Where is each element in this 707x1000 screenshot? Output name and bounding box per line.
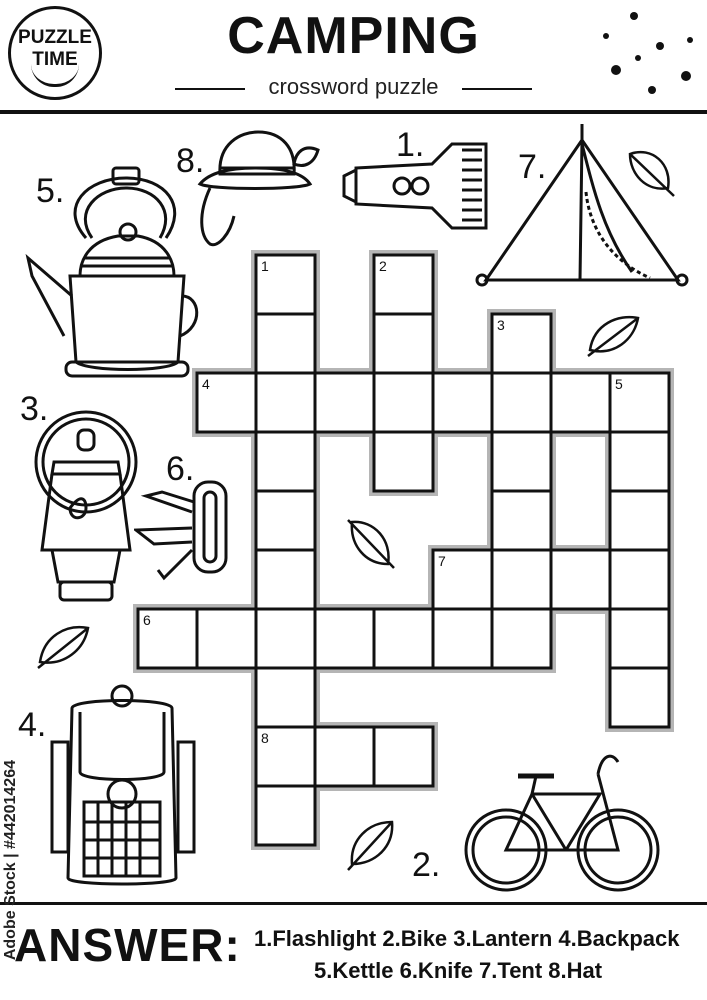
hat-icon <box>197 130 320 247</box>
answer-label: ANSWER: <box>14 919 241 971</box>
grid-cell[interactable] <box>254 312 317 375</box>
flashlight-icon <box>342 142 488 230</box>
clue-number-2: 2. <box>412 846 441 884</box>
grid-cell[interactable] <box>254 548 317 611</box>
grid-cell[interactable] <box>490 607 553 670</box>
grid-cell[interactable] <box>254 430 317 493</box>
grid-cell[interactable] <box>490 371 553 434</box>
grid-number: 4 <box>202 376 210 392</box>
grid-cell[interactable] <box>313 371 376 434</box>
grid-cell[interactable] <box>490 430 553 493</box>
subtitle-right-line <box>462 88 532 90</box>
leaf-icon <box>628 151 675 197</box>
grid-cell[interactable] <box>431 607 494 670</box>
grid-number: 8 <box>261 730 269 746</box>
grid-number: 3 <box>497 317 505 333</box>
tent-icon <box>475 124 689 287</box>
grid-cell[interactable] <box>254 253 317 316</box>
lantern-icon <box>34 410 138 602</box>
page-title: CAMPING <box>227 7 480 65</box>
grid-cell[interactable] <box>372 725 435 788</box>
leaf-icon <box>587 315 640 357</box>
grid-cell[interactable] <box>608 607 671 670</box>
grid-cell[interactable] <box>549 371 612 434</box>
grid-cell[interactable] <box>608 489 671 552</box>
dots-decoration <box>603 12 693 94</box>
clue-number-8: 8. <box>176 142 205 180</box>
clue-number-6: 6. <box>166 450 195 488</box>
grid-cell[interactable] <box>195 371 258 434</box>
puzzle-time-badge: PUZZLE TIME <box>8 6 102 100</box>
grid-cell[interactable] <box>608 371 671 434</box>
clue-number-3: 3. <box>20 390 49 428</box>
kettle-icon <box>25 166 199 378</box>
grid-cell[interactable] <box>490 548 553 611</box>
page-subtitle: crossword puzzle <box>268 74 439 99</box>
grid-cell[interactable] <box>313 607 376 670</box>
grid-number: 5 <box>615 376 623 392</box>
grid-cell[interactable] <box>254 489 317 552</box>
grid-cell[interactable] <box>372 371 435 434</box>
grid-cell[interactable] <box>313 725 376 788</box>
grid-cell[interactable] <box>431 371 494 434</box>
grid-cell[interactable] <box>254 371 317 434</box>
grid-cell[interactable] <box>254 784 317 847</box>
grid-cell[interactable] <box>372 430 435 493</box>
grid-cell[interactable] <box>490 489 553 552</box>
grid-number: 2 <box>379 258 387 274</box>
answer-line-2: 5.Kettle 6.Knife 7.Tent 8.Hat <box>314 958 603 983</box>
grid-cell[interactable] <box>549 548 612 611</box>
grid-cell[interactable] <box>254 607 317 670</box>
backpack-icon <box>50 684 196 886</box>
grid-cell[interactable] <box>608 666 671 729</box>
answer-rule <box>0 902 707 905</box>
leaf-icon <box>37 626 90 669</box>
watermark: Adobe Stock | #442014264 <box>2 760 19 961</box>
grid-number: 7 <box>438 553 446 569</box>
badge-smile <box>31 64 79 87</box>
clue-number-7: 7. <box>518 148 547 186</box>
bike-icon <box>464 754 660 892</box>
grid-number: 6 <box>143 612 151 628</box>
clue-number-1: 1. <box>396 126 425 164</box>
leaf-icon <box>347 519 395 569</box>
grid-cell[interactable] <box>608 430 671 493</box>
knife-icon <box>134 480 228 581</box>
grid-cell[interactable] <box>372 607 435 670</box>
clue-number-5: 5. <box>36 172 65 210</box>
grid-cell[interactable] <box>372 312 435 375</box>
grid-cell[interactable] <box>254 666 317 729</box>
grid-cell[interactable] <box>431 548 494 611</box>
badge-line1: PUZZLE <box>18 27 92 48</box>
grid-number: 1 <box>261 258 269 274</box>
grid-cell[interactable] <box>608 548 671 611</box>
clue-number-4: 4. <box>18 706 47 744</box>
grid-cell[interactable] <box>136 607 199 670</box>
subtitle-left-line <box>175 88 245 90</box>
grid-cell[interactable] <box>490 312 553 375</box>
answer-line-1: 1.Flashlight 2.Bike 3.Lantern 4.Backpack <box>254 926 680 951</box>
leaf-icon <box>347 820 394 871</box>
header-rule <box>0 110 707 114</box>
grid-cell[interactable] <box>195 607 258 670</box>
grid-cell[interactable] <box>254 725 317 788</box>
